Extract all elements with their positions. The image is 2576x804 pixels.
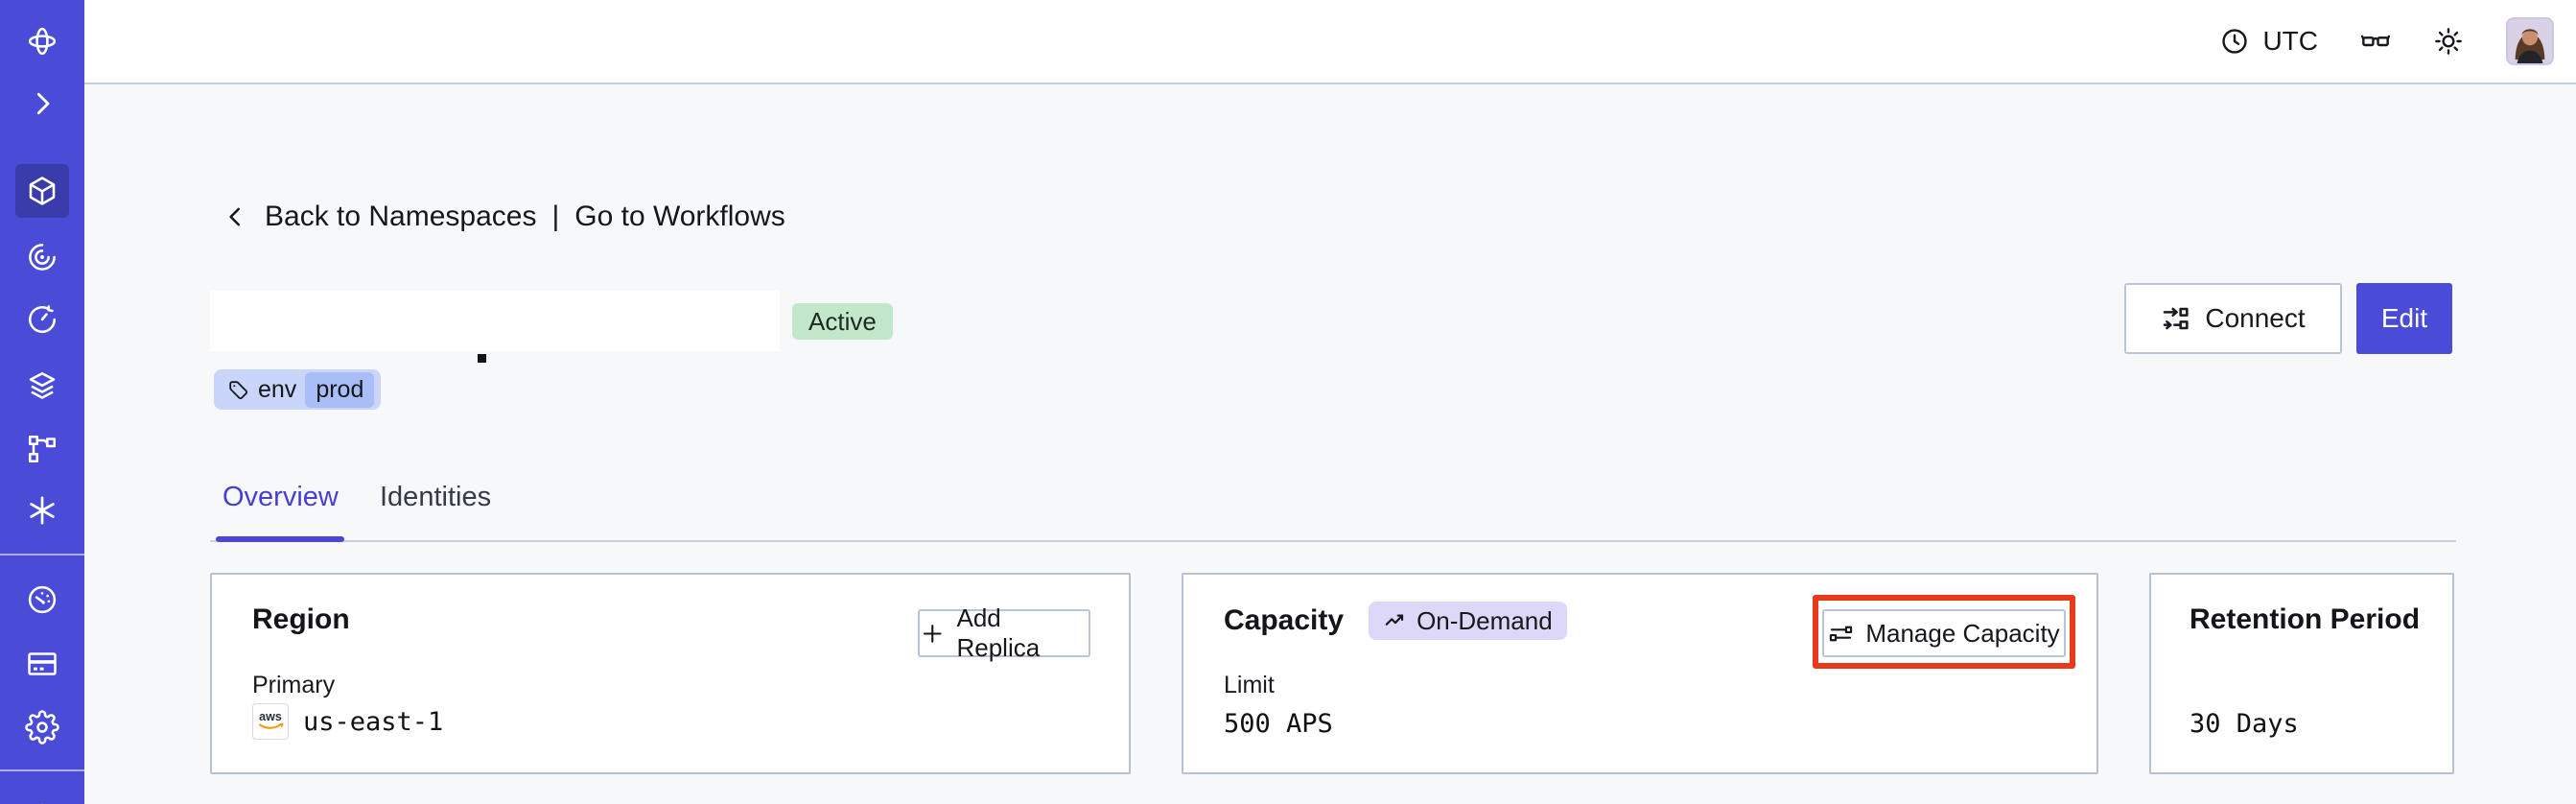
tag-icon bbox=[229, 381, 248, 400]
retention-value: 30 Days bbox=[2190, 709, 2299, 739]
add-replica-button[interactable]: Add Replica bbox=[918, 603, 1090, 662]
region-value-row: aws us-east-1 bbox=[252, 703, 443, 740]
namespace-tag-chip: env prod bbox=[214, 369, 382, 410]
capacity-card-title: Capacity bbox=[1224, 604, 1345, 636]
trend-up-icon bbox=[1385, 614, 1404, 626]
temporal-logo-icon[interactable] bbox=[15, 14, 69, 68]
sidebar-item-batch-operations[interactable] bbox=[15, 359, 69, 413]
svg-text:aws: aws bbox=[259, 710, 282, 723]
region-value: us-east-1 bbox=[303, 706, 444, 737]
tag-key: env bbox=[258, 375, 297, 403]
sidebar-item-support[interactable] bbox=[15, 791, 69, 804]
top-bar: UTC bbox=[84, 0, 2576, 84]
usage-gauge-icon bbox=[28, 585, 57, 614]
schedules-timer-icon bbox=[28, 305, 57, 334]
clock-icon bbox=[2222, 29, 2248, 54]
sidebar-item-usage[interactable] bbox=[15, 573, 69, 627]
add-replica-label: Add Replica bbox=[956, 603, 1041, 662]
go-to-workflows-link[interactable]: Go to Workflows bbox=[574, 201, 785, 232]
manage-capacity-button[interactable]: Manage Capacity bbox=[1822, 609, 2066, 657]
ondemand-badge: On-Demand bbox=[1369, 602, 1567, 640]
brightness-icon[interactable] bbox=[2433, 26, 2464, 57]
namespaces-cube-icon bbox=[29, 177, 56, 205]
connect-label: Connect bbox=[2205, 303, 2306, 333]
tag-value: prod bbox=[305, 371, 375, 408]
plus-icon bbox=[923, 624, 942, 643]
manage-capacity-label: Manage Capacity bbox=[1865, 618, 2060, 648]
region-card-title: Region bbox=[252, 603, 350, 635]
sidebar-divider bbox=[0, 769, 84, 771]
timezone-label: UTC bbox=[2262, 26, 2318, 56]
sidebar-item-settings[interactable] bbox=[15, 700, 69, 754]
capacity-card-header: Capacity On-Demand bbox=[1224, 602, 1567, 640]
sidebar-item-namespaces[interactable] bbox=[15, 164, 69, 218]
active-tab-underline bbox=[216, 536, 344, 542]
deployments-branch-icon bbox=[28, 435, 57, 463]
sidebar bbox=[0, 0, 84, 804]
tabs-divider bbox=[210, 540, 2456, 542]
status-badge: Active bbox=[792, 303, 893, 340]
edit-label: Edit bbox=[2380, 303, 2428, 333]
sidebar-item-billing[interactable] bbox=[15, 637, 69, 691]
status-label: Active bbox=[808, 306, 877, 336]
nav-separator: | bbox=[551, 201, 560, 232]
nexus-asterisk-icon bbox=[30, 496, 55, 525]
ondemand-label: On-Demand bbox=[1417, 605, 1553, 635]
capacity-card: Capacity On-Demand Manage Capacity Limit… bbox=[1182, 573, 2098, 774]
back-chevron-icon[interactable] bbox=[221, 202, 249, 231]
back-to-namespaces-link[interactable]: Back to Namespaces bbox=[265, 201, 537, 232]
retention-card: Retention Period 30 Days bbox=[2149, 573, 2454, 774]
aws-logo-icon: aws bbox=[252, 703, 289, 740]
avatar-photo bbox=[2508, 19, 2552, 63]
limit-label: Limit bbox=[1224, 672, 1275, 698]
tab-overview[interactable]: Overview bbox=[222, 482, 339, 512]
primary-label: Primary bbox=[252, 672, 336, 698]
batch-layers-icon bbox=[29, 371, 56, 399]
support-icon bbox=[39, 803, 45, 804]
glasses-icon[interactable] bbox=[2360, 26, 2391, 57]
sidebar-item-nexus[interactable] bbox=[15, 484, 69, 537]
sidebar-item-workflows[interactable] bbox=[15, 230, 69, 284]
breadcrumb: Back to Namespaces | Go to Workflows bbox=[221, 198, 785, 236]
billing-card-icon bbox=[28, 652, 57, 675]
edit-button[interactable]: Edit bbox=[2356, 283, 2452, 354]
connect-button[interactable]: Connect bbox=[2124, 283, 2342, 354]
timezone-selector[interactable]: UTC bbox=[2219, 26, 2318, 57]
sidebar-item-deployments[interactable] bbox=[15, 422, 69, 476]
redaction-artifact-dot bbox=[478, 354, 486, 363]
sidebar-item-schedules[interactable] bbox=[15, 293, 69, 346]
user-avatar[interactable] bbox=[2506, 17, 2554, 65]
namespace-title-redacted bbox=[210, 291, 780, 351]
sidebar-expand-chevron-icon[interactable] bbox=[15, 77, 69, 130]
region-card: Region Add Replica Primary aws us-east-1 bbox=[210, 573, 1131, 774]
settings-gear-icon bbox=[25, 710, 59, 745]
tab-identities[interactable]: Identities bbox=[380, 482, 492, 512]
connect-icon bbox=[2164, 307, 2189, 330]
sidebar-divider bbox=[0, 554, 84, 556]
sliders-icon bbox=[1830, 626, 1853, 641]
retention-card-title: Retention Period bbox=[2190, 603, 2421, 635]
capacity-value: 500 APS bbox=[1224, 709, 1333, 739]
workflows-spiral-icon bbox=[29, 244, 56, 271]
